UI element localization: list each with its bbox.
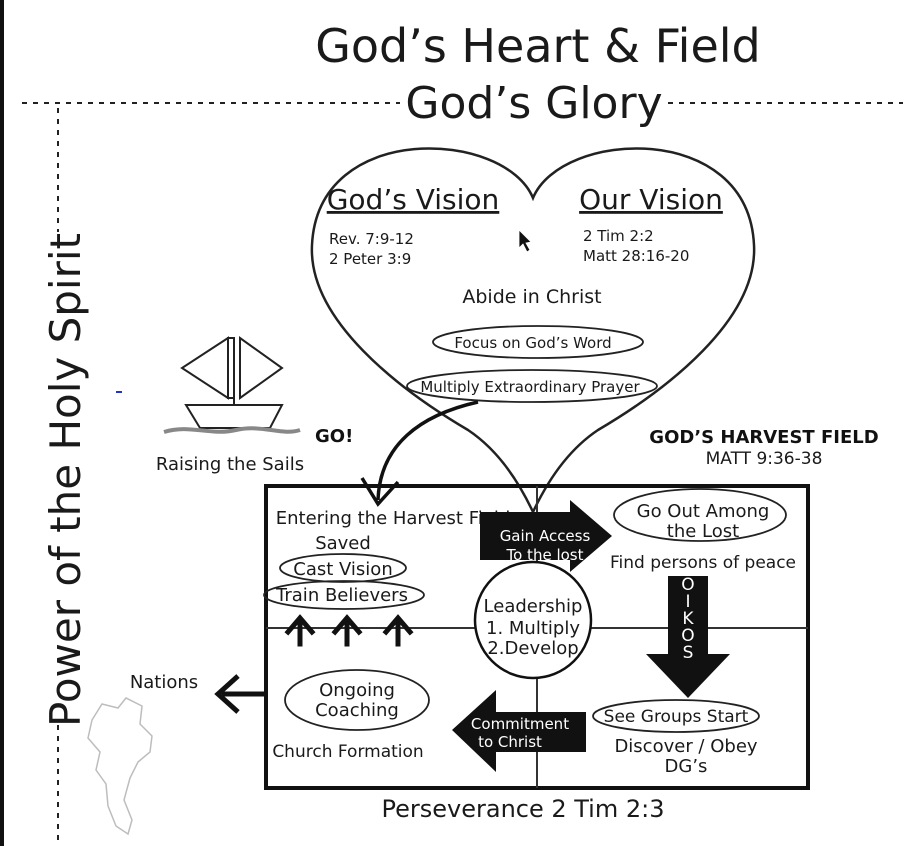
gods-vision-ref-1: Rev. 7:9-12 [329,230,414,248]
oval-cast-vision [279,553,407,583]
up-arrows-icon [284,614,414,647]
oikos-down-arrow [646,576,730,698]
leadership-circle [473,560,593,680]
our-vision-ref-1: 2 Tim 2:2 [583,227,654,245]
saved-label: Saved [315,533,371,554]
harvest-field-title: GOD’S HARVEST FIELD [649,427,878,448]
church-formation-label: Church Formation [272,742,423,762]
gain-access-line-1: Gain Access [500,527,591,545]
nations-label: Nations [130,672,198,693]
go-out-line-2: the Lost [667,521,739,542]
cast-vision-label: Cast Vision [293,559,392,580]
commitment-line-2: to Christ [478,733,542,751]
commitment-line-1: Commitment [471,715,569,733]
left-edge-bar [0,0,4,846]
abide-in-christ: Abide in Christ [462,286,601,308]
train-believers-label: Train Believers [275,585,408,606]
leadership-label: Leadership [484,596,583,617]
harvest-field-ref: MATT 9:36-38 [706,449,823,469]
title-line-1: God’s Heart & Field [315,19,761,73]
go-out-line-1: Go Out Among [637,501,770,522]
nations-arrowhead-icon [214,674,240,714]
oval-ongoing-coaching [284,669,430,731]
focus-word-label: Focus on God’s Word [454,334,611,352]
go-label: GO! [315,426,353,447]
multiply-prayer-label: Multiply Extraordinary Prayer [420,378,640,396]
country-map-outline [87,697,153,836]
gain-access-arrow [480,500,612,572]
oval-focus-word [432,325,644,359]
ongoing-label: Ongoing [319,680,395,701]
mouse-cursor-icon [518,229,532,253]
our-vision-heading: Our Vision [579,183,723,216]
perseverance-label: Perseverance 2 Tim 2:3 [382,795,665,823]
gods-vision-ref-2: 2 Peter 3:9 [329,250,411,268]
discover-obey-label: Discover / Obey [614,736,757,757]
find-persons-label: Find persons of peace [610,553,796,573]
side-label: Power of the Holy Spirit [41,233,90,727]
dgs-label: DG’s [665,756,708,777]
gain-access-line-2: To the lost [506,546,584,564]
raising-sails-label: Raising the Sails [156,454,304,475]
develop-label: 2.Develop [487,638,578,659]
entering-field-label: Entering the Harvest Field [276,508,511,529]
oval-go-out-among [613,488,787,542]
gods-vision-heading: God’s Vision [327,183,500,216]
go-curved-arrow [376,400,479,501]
oval-see-groups [592,699,760,733]
oval-train-believers [263,580,425,610]
see-groups-label: See Groups Start [604,707,749,727]
sailboat-icon [163,336,301,434]
our-vision-ref-2: Matt 28:16-20 [583,247,689,265]
title-line-2: God’s Glory [405,78,662,129]
coaching-label: Coaching [315,700,399,721]
commitment-arrow [452,690,586,772]
multiply-label: 1. Multiply [486,618,580,639]
oval-multiply-prayer [406,369,658,403]
